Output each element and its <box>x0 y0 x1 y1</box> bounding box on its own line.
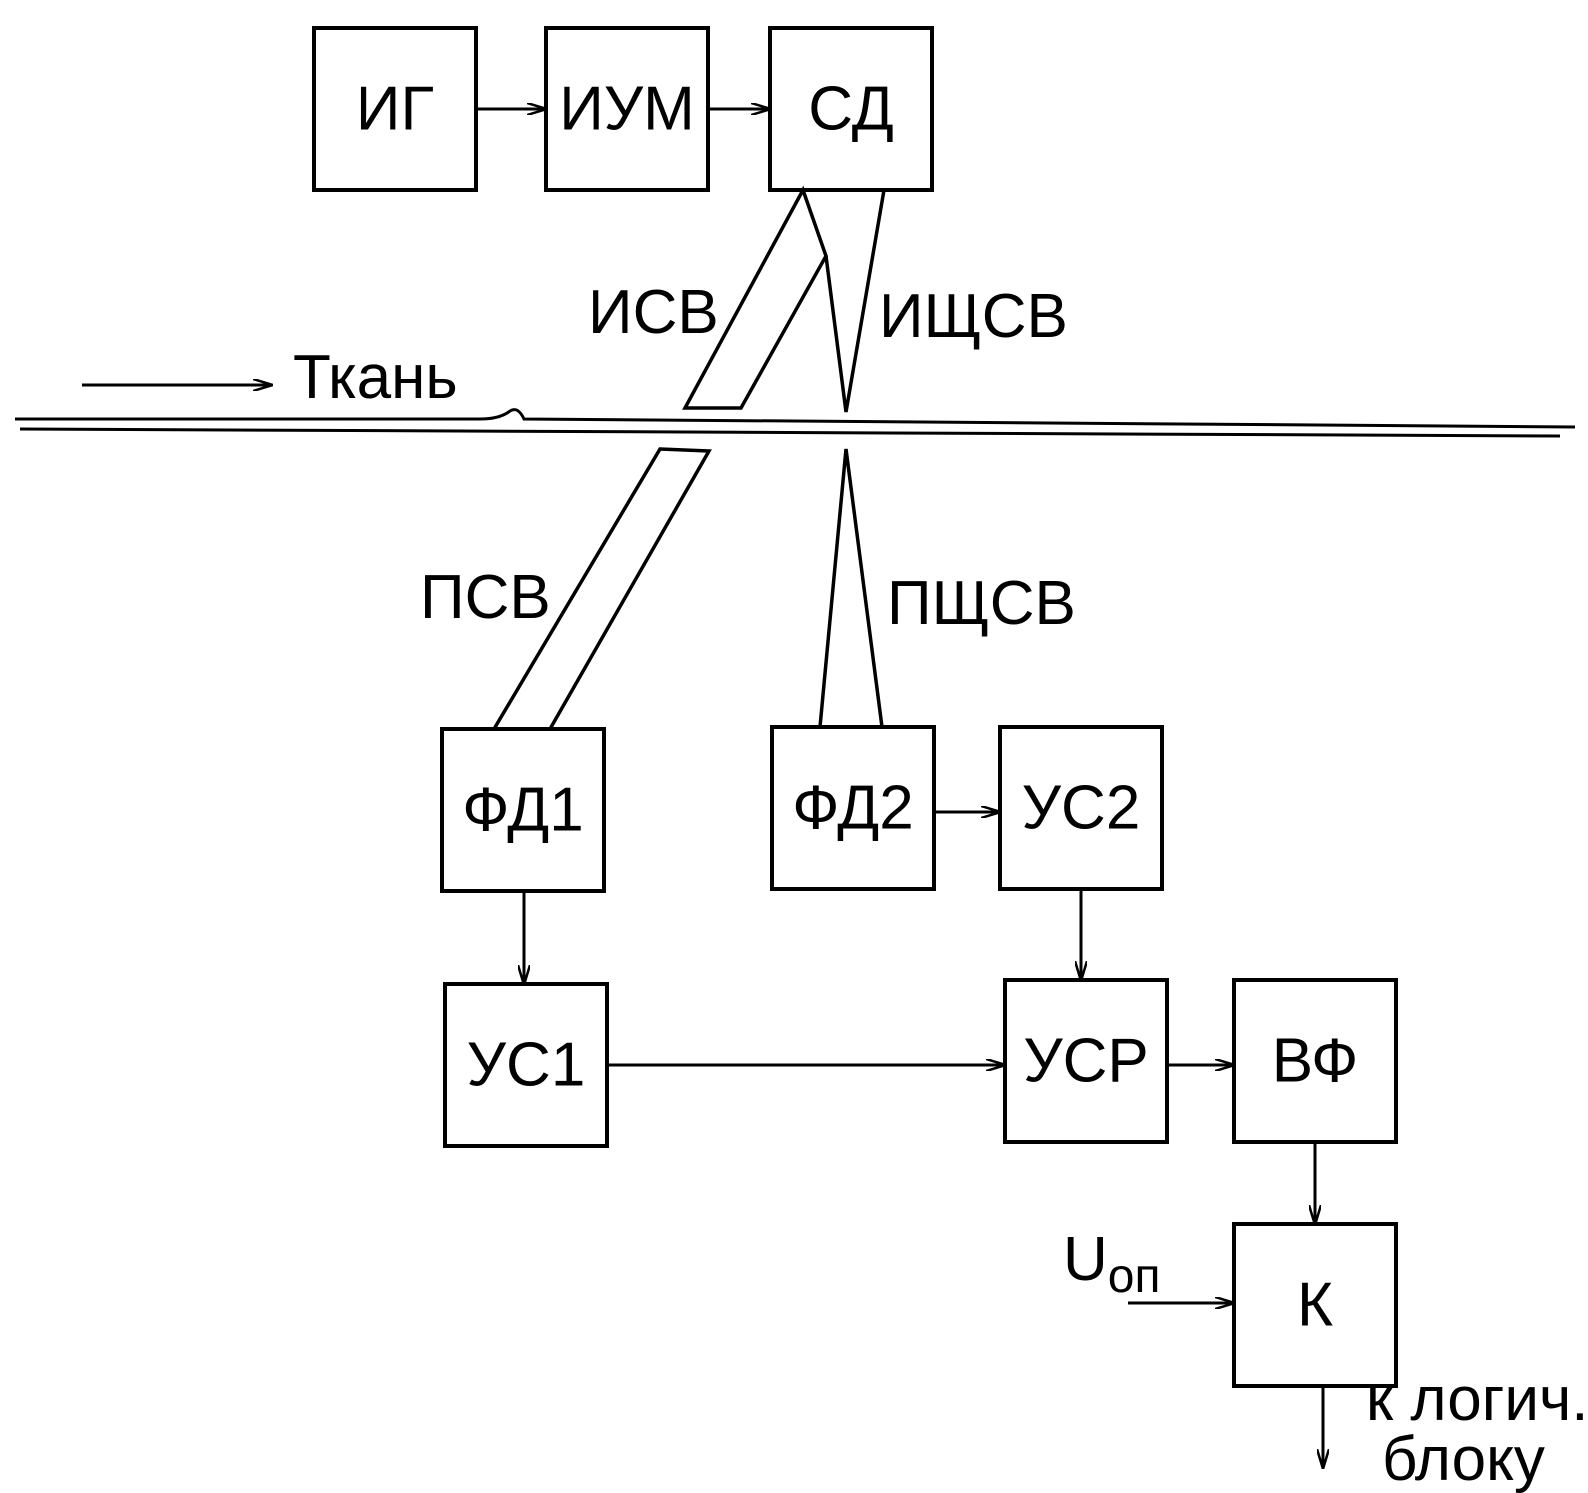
label-u-op: Uоп <box>1063 1225 1160 1303</box>
block-us1: УС1 <box>443 982 609 1148</box>
block-usr-label: УСР <box>1023 1027 1149 1096</box>
label-tkan: Ткань <box>293 343 458 412</box>
block-fd1-label: ФД1 <box>462 776 584 845</box>
block-usr: УСР <box>1003 978 1169 1144</box>
fabric-line-top <box>15 408 1576 429</box>
label-psv: ПСВ <box>420 563 551 632</box>
block-ium: ИУМ <box>544 26 710 192</box>
label-output-line1: к логич. <box>1366 1365 1588 1434</box>
fiber-isv <box>682 185 828 410</box>
block-vf-label: ВФ <box>1272 1027 1358 1096</box>
label-isv: ИСВ <box>588 278 719 347</box>
label-ishchsv: ИЩСВ <box>879 282 1068 351</box>
block-us1-label: УС1 <box>467 1031 586 1100</box>
block-k: К <box>1232 1222 1398 1388</box>
fiber-ishchsv <box>824 189 886 413</box>
fiber-pshchsv <box>818 448 884 728</box>
block-us2: УС2 <box>998 725 1164 891</box>
fabric-line-bottom <box>19 427 1561 438</box>
block-fd1: ФД1 <box>440 727 606 893</box>
block-fd2: ФД2 <box>770 725 936 891</box>
label-u-sub: оп <box>1108 1250 1161 1303</box>
block-vf: ВФ <box>1232 978 1398 1144</box>
block-ium-label: ИУМ <box>559 75 695 144</box>
block-ig-label: ИГ <box>356 75 434 144</box>
block-us2-label: УС2 <box>1022 774 1141 843</box>
label-pshchsv: ПЩСВ <box>887 569 1076 638</box>
block-ig: ИГ <box>312 26 478 192</box>
block-sd-label: СД <box>808 75 893 144</box>
label-u-main: U <box>1063 1225 1108 1294</box>
block-k-label: К <box>1297 1271 1333 1340</box>
block-sd: СД <box>768 26 934 192</box>
block-fd2-label: ФД2 <box>792 774 914 843</box>
label-output-line2: блоку <box>1382 1425 1545 1493</box>
